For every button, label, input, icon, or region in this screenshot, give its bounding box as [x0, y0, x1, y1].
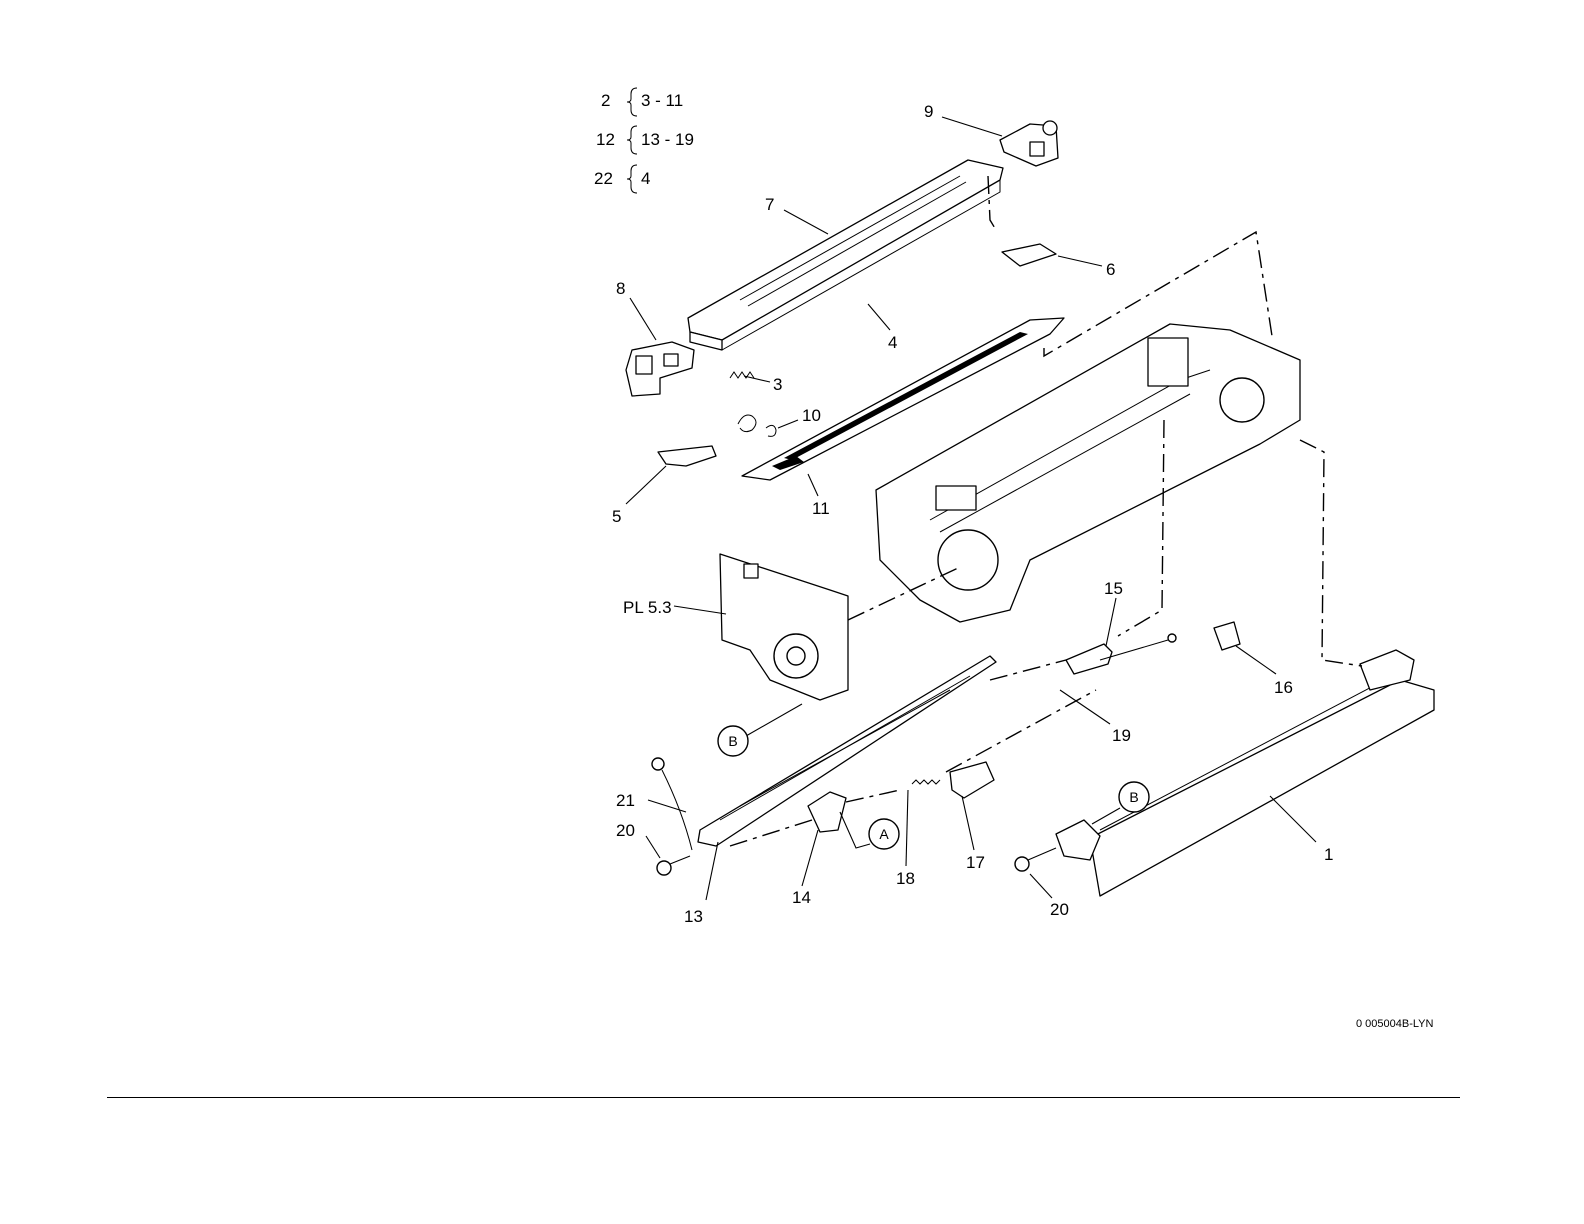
- callout-11: 11: [812, 499, 830, 518]
- part-sensor-17: [950, 762, 994, 798]
- footer-divider: [107, 1097, 1460, 1098]
- callout-4: 4: [888, 333, 897, 352]
- legend-parent-2: 12: [596, 130, 615, 149]
- part-spring-18: [912, 780, 940, 784]
- part-cover-1: [1056, 650, 1434, 896]
- legend-children-1: 3 - 11: [641, 91, 683, 110]
- legend-children-2: 13 - 19: [641, 130, 694, 149]
- part-screw-20-left: [657, 856, 690, 875]
- drawing-id: 0 005004B-LYN: [1356, 1018, 1434, 1030]
- part-bracket-9: [1000, 121, 1058, 166]
- legend-brace: [627, 126, 637, 154]
- legend-brace: [627, 165, 637, 193]
- legend-parent-3: 22: [594, 169, 613, 188]
- callout-17: 17: [966, 853, 985, 872]
- callout-5: 5: [612, 507, 621, 526]
- callout-14: 14: [792, 888, 811, 907]
- part-rod-19: [1100, 634, 1176, 660]
- callout-10: 10: [802, 406, 821, 425]
- part-bracket-8: [626, 342, 694, 396]
- marker-b-right: B: [1129, 789, 1138, 805]
- callout-9: 9: [924, 102, 933, 121]
- part-side-plate-pl53: [720, 554, 848, 700]
- part-bracket-7: [688, 160, 1003, 350]
- callout-8: 8: [616, 279, 625, 298]
- callout-7: 7: [765, 195, 774, 214]
- callout-6: 6: [1106, 260, 1115, 279]
- callout-21: 21: [616, 791, 635, 810]
- part-plate-6: [1002, 244, 1056, 266]
- callout-18: 18: [896, 869, 915, 888]
- part-screw-20-right: [1015, 848, 1056, 871]
- part-plate-5: [658, 446, 716, 466]
- legend-brace: [627, 88, 637, 116]
- marker-a: A: [879, 826, 889, 842]
- legend-children-3: 4: [641, 169, 650, 188]
- marker-b-left: B: [728, 733, 737, 749]
- part-bracket-16: [1214, 622, 1240, 650]
- callout-20-left: 20: [616, 821, 635, 840]
- legend-parent-1: 2: [601, 91, 610, 110]
- part-wire-21: [652, 758, 692, 850]
- callout-pl-5-3: PL 5.3: [623, 598, 672, 617]
- callout-15: 15: [1104, 579, 1123, 598]
- callout-16: 16: [1274, 678, 1293, 697]
- callout-3: 3: [773, 375, 782, 394]
- callout-1: 1: [1324, 845, 1333, 864]
- callout-20-right: 20: [1050, 900, 1069, 919]
- callout-19: 19: [1112, 726, 1131, 745]
- callout-13: 13: [684, 907, 703, 926]
- part-spring-10: [738, 415, 776, 436]
- parts-legend: 2 3 - 11 12 13 - 19 22 4: [594, 88, 694, 193]
